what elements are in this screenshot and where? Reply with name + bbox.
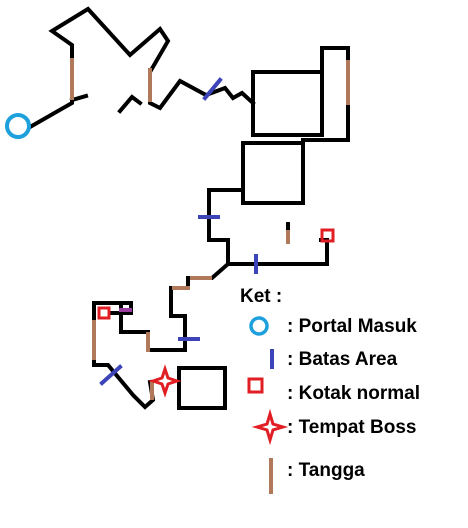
room-boss <box>177 366 227 410</box>
legend-box-icon <box>247 377 264 394</box>
room-middle <box>241 141 305 205</box>
wall-upper-left-stub <box>69 93 89 103</box>
room-large-top <box>251 70 324 137</box>
legend-portal-icon <box>249 316 269 336</box>
wall-corridor-descent <box>92 188 245 410</box>
wall-upper-left <box>27 6 256 130</box>
legend-icons <box>247 316 289 494</box>
legend-title: Ket : <box>240 286 283 307</box>
stairs-marks <box>70 58 350 400</box>
legend-label-normal-box: : Kotak normal <box>287 383 421 404</box>
legend-label-area-border: : Batas Area <box>287 349 398 370</box>
area-border-marks <box>99 77 258 386</box>
wall-corridor-mid-branch <box>226 238 329 266</box>
legend-boss-icon <box>251 408 289 446</box>
boss-star-icon <box>148 364 182 398</box>
normal-box-icon <box>320 228 335 243</box>
wall-upper-left-arm <box>117 94 143 114</box>
legend-label-portal: : Portal Masuk <box>287 316 417 337</box>
normal-box-icon <box>97 306 111 320</box>
area-border-mark <box>99 364 123 386</box>
area-border-mark <box>202 77 223 101</box>
legend-label-boss: : Tempat Boss <box>287 417 417 438</box>
legend-label-stairs: : Tangga <box>287 460 365 481</box>
entry-portal-icon <box>5 113 31 139</box>
wall-upper-right <box>301 46 350 142</box>
